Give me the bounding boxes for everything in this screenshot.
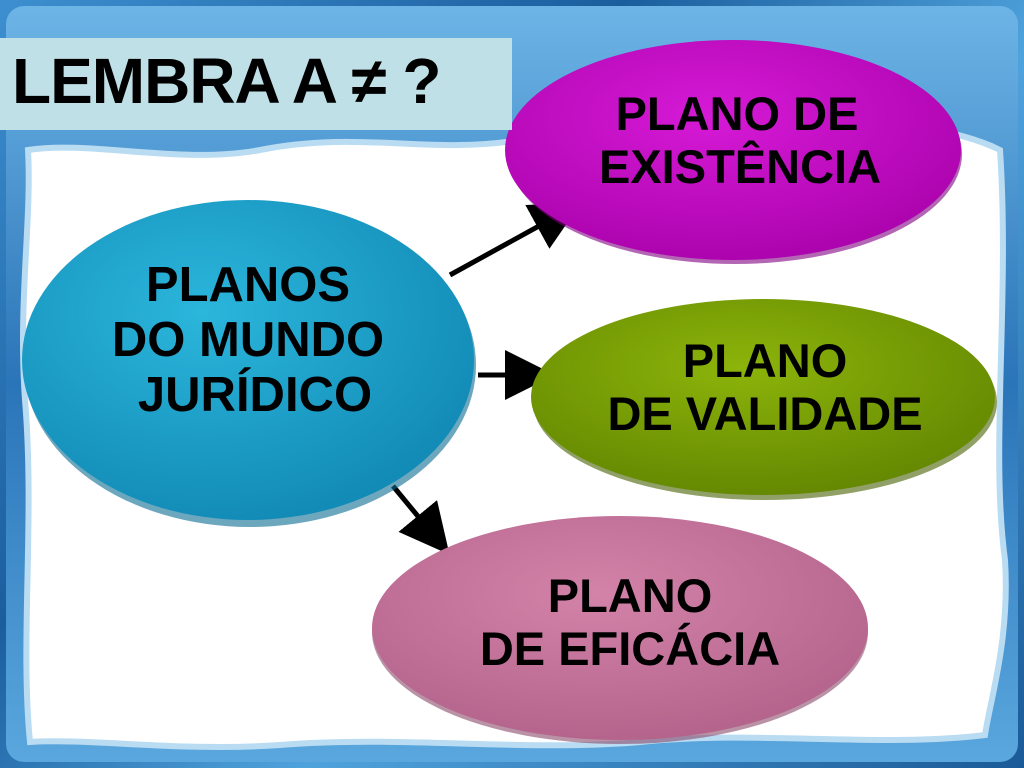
- existencia-label: PLANO DE EXISTÊNCIA: [560, 87, 920, 193]
- node-existencia: [505, 40, 961, 260]
- existencia-label-line: EXISTÊNCIA: [598, 139, 882, 193]
- validade-label-line: DE VALIDADE: [607, 386, 923, 440]
- center-label-line: JURÍDICO: [137, 367, 373, 422]
- node-eficacia: [372, 516, 868, 740]
- eficacia-label-line: DE EFICÁCIA: [479, 621, 781, 675]
- eficacia-label: PLANO DE EFICÁCIA: [440, 569, 820, 675]
- eficacia-label-line: PLANO: [547, 569, 713, 622]
- center-label: PLANOS DO MUNDO JURÍDICO: [68, 258, 428, 423]
- existencia-label-line: PLANO DE: [615, 87, 859, 140]
- validade-label: PLANO DE VALIDADE: [585, 334, 945, 440]
- validade-label-line: PLANO: [682, 334, 848, 387]
- arrow-to-existencia: [448, 202, 582, 278]
- node-center: [22, 200, 474, 520]
- node-validade: [531, 299, 995, 495]
- arrow-to-eficacia: [391, 484, 450, 555]
- center-label-line: PLANOS: [145, 258, 351, 312]
- title-box: [0, 38, 512, 130]
- center-label-line: DO MUNDO: [111, 312, 385, 367]
- slide-title: LEMBRA A ≠ ?: [12, 45, 441, 117]
